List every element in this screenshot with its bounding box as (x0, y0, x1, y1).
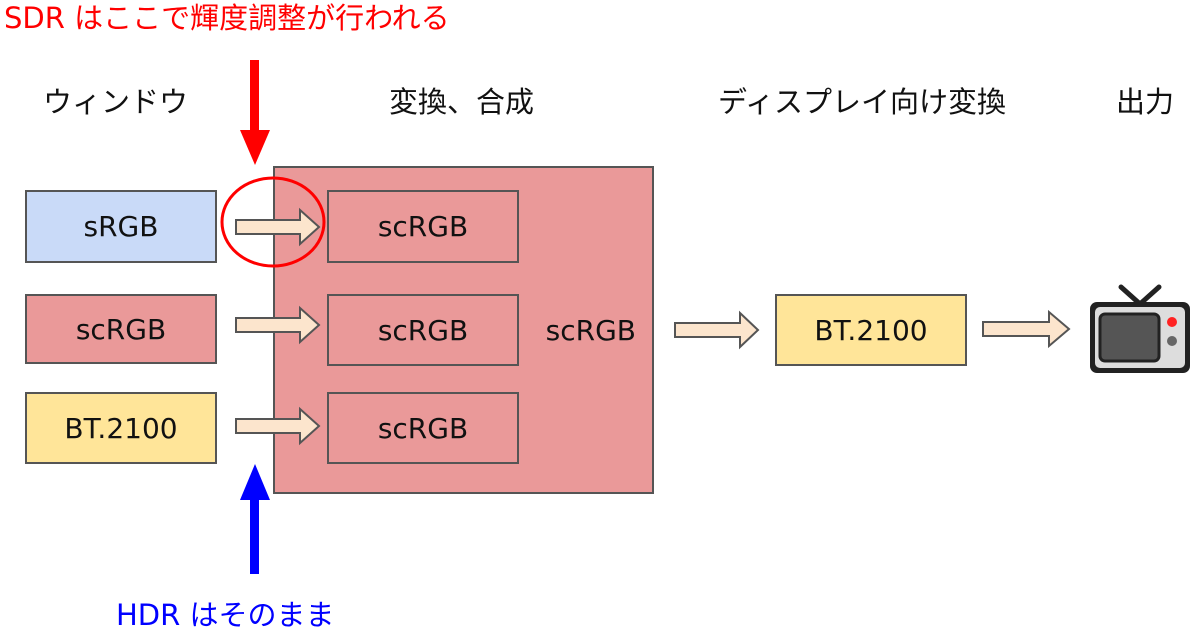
header-display-convert: ディスプレイ向け変換 (718, 85, 1006, 119)
window-label: BT.2100 (64, 411, 178, 445)
compositor-label: scRGB (545, 313, 636, 347)
header-window: ウィンドウ (43, 85, 189, 119)
compositor-input-label: scRGB (377, 411, 469, 445)
compositor-input-2: scRGB (327, 294, 519, 366)
flow-arrow-icon (235, 207, 321, 247)
sdr-down-arrow-icon (240, 60, 270, 165)
compositor-input-3: scRGB (327, 392, 519, 464)
television-icon (1090, 284, 1190, 373)
header-convert-compose: 変換、合成 (389, 85, 535, 119)
sdr-annotation: SDR はここで輝度調整が行われる (4, 1, 450, 35)
window-box-scrgb: scRGB (25, 294, 217, 364)
window-box-bt2100: BT.2100 (25, 392, 217, 464)
hdr-up-arrow-icon (240, 464, 270, 574)
window-box-srgb: sRGB (25, 190, 217, 263)
flow-arrow-icon (235, 305, 321, 345)
flow-arrow-icon (674, 310, 760, 350)
compositor-input-1: scRGB (327, 190, 519, 263)
flow-arrow-icon (235, 406, 321, 446)
compositor-input-label: scRGB (377, 210, 469, 243)
highlight-circle (220, 176, 326, 268)
hdr-annotation: HDR はそのまま (116, 598, 335, 632)
window-label: sRGB (83, 210, 159, 243)
display-format-label: BT.2100 (814, 313, 928, 347)
compositor-input-label: scRGB (377, 313, 469, 347)
window-label: scRGB (75, 312, 167, 346)
display-format-box: BT.2100 (775, 294, 967, 366)
header-output: 出力 (1116, 85, 1175, 119)
flow-arrow-icon (982, 309, 1071, 349)
